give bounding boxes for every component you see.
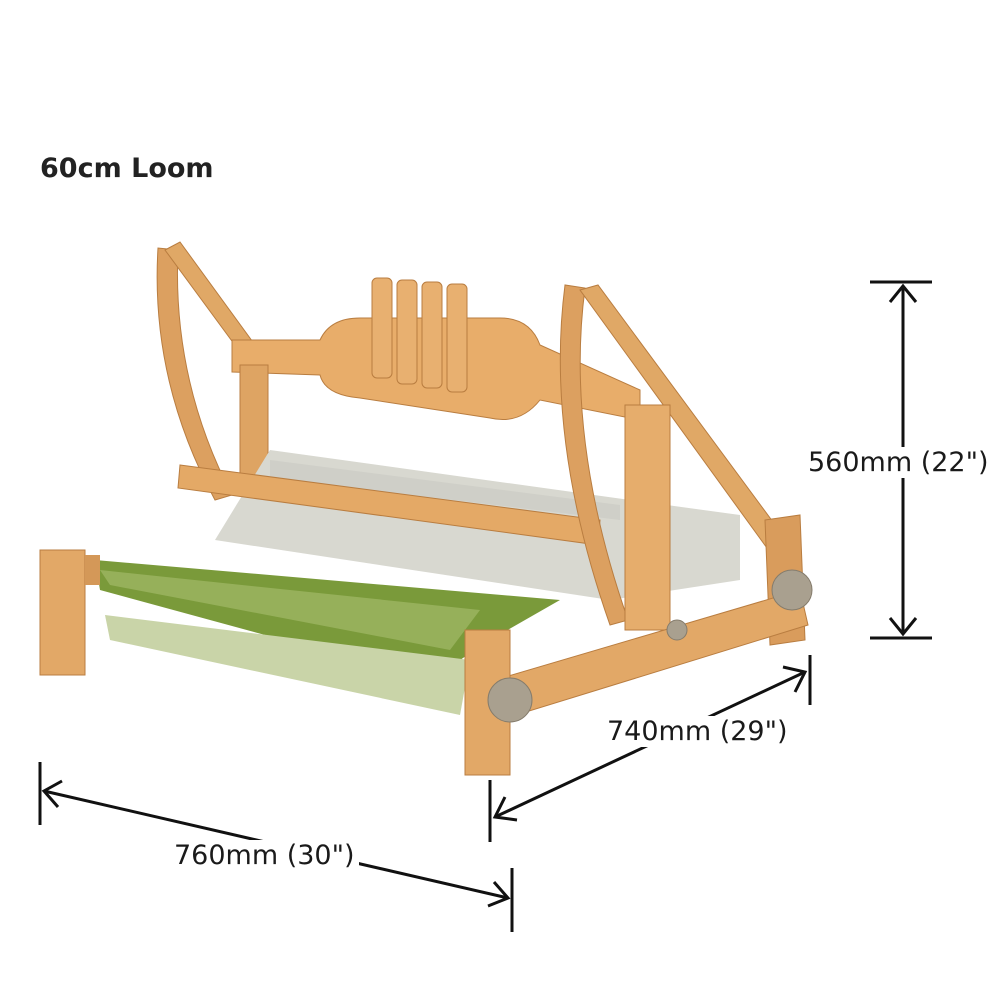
product-title: 60cm Loom — [40, 153, 214, 184]
height-dimension-label: 560mm (22") — [804, 447, 993, 478]
depth-dimension-label: 740mm (29") — [603, 716, 792, 747]
width-dimension-label: 760mm (30") — [170, 840, 359, 871]
loom-image — [39, 241, 813, 776]
